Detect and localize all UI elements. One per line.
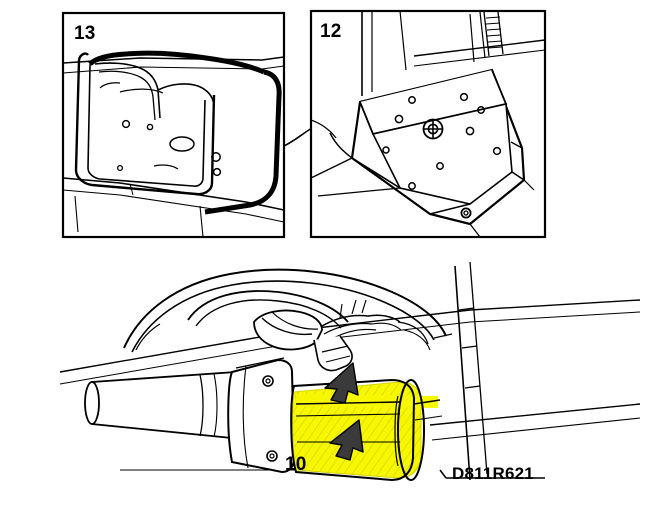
callout-arrow-lower xyxy=(329,419,364,461)
main-view-label-10: 10 xyxy=(285,454,307,475)
highlighted-component xyxy=(292,381,438,479)
leader-line-13-to-12 xyxy=(283,127,313,147)
panel-label-12: 12 xyxy=(320,21,342,42)
callout-arrow-upper xyxy=(324,362,359,404)
reference-code: D811R621 xyxy=(452,464,534,483)
panel-12 xyxy=(309,9,547,239)
main-assembly-view xyxy=(59,261,640,482)
panel-label-13: 13 xyxy=(74,23,96,44)
panel-13 xyxy=(61,11,286,239)
